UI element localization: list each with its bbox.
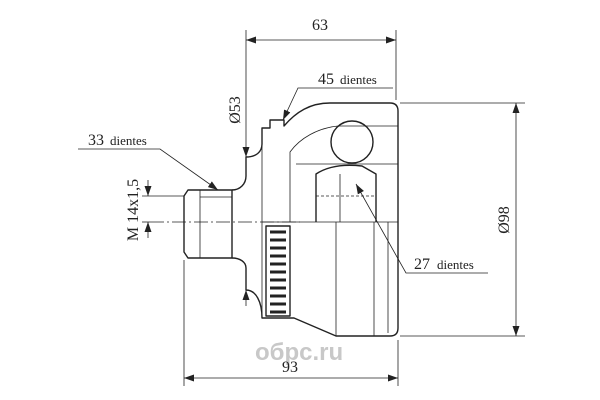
part-outline xyxy=(150,102,399,337)
inner-teeth-leader xyxy=(355,183,488,274)
left-diameter-value: Ø53 xyxy=(227,96,244,124)
bottom-dimension-value: 93 xyxy=(282,359,298,376)
watermark-logo: обрс.ru xyxy=(255,339,343,366)
stub-teeth-callout: 33 dientes xyxy=(78,132,219,191)
thread-size-value: M 14x1,5 xyxy=(125,179,142,241)
stub-shaft xyxy=(183,189,233,259)
bottom-dimension: 93 xyxy=(183,260,399,386)
inner-teeth-count: 27 xyxy=(414,256,430,273)
abs-ring-teeth xyxy=(270,230,286,314)
outer-teeth-callout: 45 dientes xyxy=(282,71,393,121)
ball xyxy=(330,120,374,164)
top-dimension-value: 63 xyxy=(312,17,328,34)
outer-teeth-count: 45 xyxy=(318,71,334,88)
bell-inner-contour xyxy=(289,125,398,222)
abs-ring xyxy=(265,225,291,317)
outer-teeth-leader xyxy=(282,87,393,121)
stub-teeth-word: dientes xyxy=(110,133,147,148)
inner-teeth-word: dientes xyxy=(437,257,474,272)
outer-teeth-word: dientes xyxy=(340,72,377,87)
right-diameter-dimension: Ø98 xyxy=(400,102,525,337)
inner-race xyxy=(315,164,377,222)
inner-teeth-callout: 27 dientes xyxy=(355,183,488,274)
stub-teeth-leader xyxy=(78,148,219,191)
stub-teeth-count: 33 xyxy=(88,132,104,149)
top-dimension: 63 xyxy=(242,17,397,157)
bell-housing-outline xyxy=(231,102,399,337)
thread-dimension: M 14x1,5 xyxy=(125,179,184,241)
right-diameter-value: Ø98 xyxy=(496,206,513,234)
left-diameter-dimension: Ø53 xyxy=(227,96,250,306)
